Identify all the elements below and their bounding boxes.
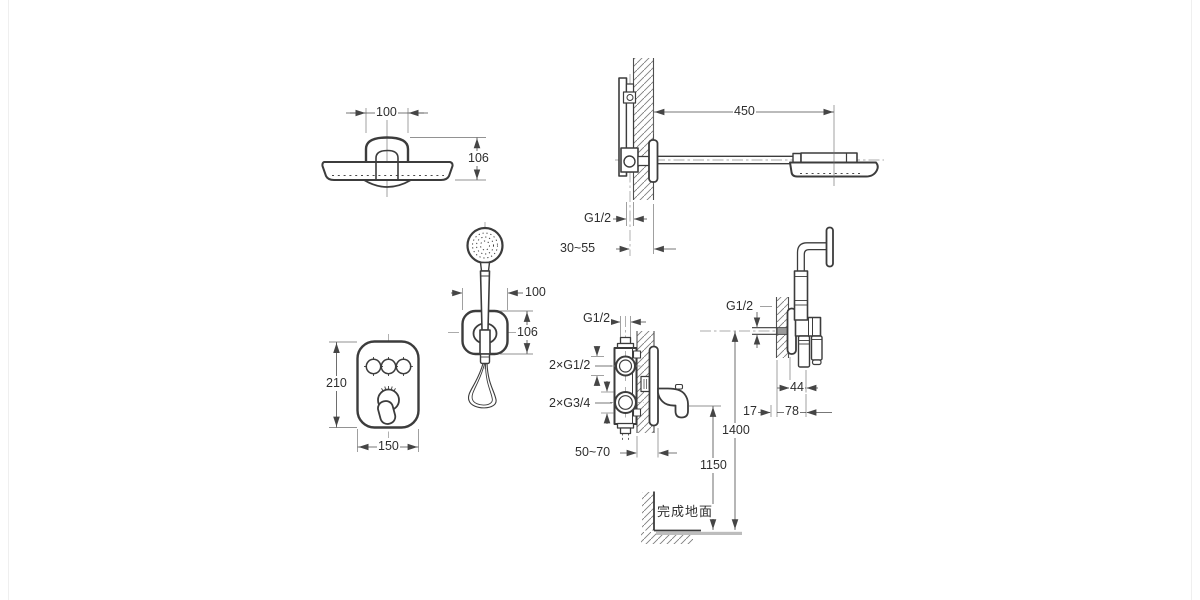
dim-arm-wall-depth: 30~55 (559, 241, 597, 256)
supply-pipe-section (777, 327, 788, 335)
dim-mixer-inlets: 2×G3/4 (548, 396, 592, 411)
view-shower-arm-side (613, 58, 884, 256)
finished-floor (641, 491, 742, 544)
dim-holder-thread: G1/2 (725, 299, 755, 314)
view-mixer-side (591, 316, 739, 530)
finished-floor-label: 完成地面 (656, 504, 715, 519)
view-hand-shower-front (448, 222, 533, 409)
diverter-buttons (364, 357, 413, 376)
dim-arm-length: 450 (733, 104, 756, 119)
dim-head-width: 100 (375, 105, 398, 120)
hand-shower-handle (793, 270, 809, 321)
dim-mixer-outlets: 2×G1/2 (548, 358, 592, 373)
bath-spout (657, 387, 689, 419)
dim-mixer-embed-depth: 50~70 (574, 445, 612, 460)
view-control-panel-front (329, 334, 420, 452)
page-edge-right (1191, 0, 1192, 600)
dim-hand-height: 106 (516, 325, 539, 340)
floor-surface-line (656, 531, 742, 535)
hand-shower-head-edge (825, 226, 834, 268)
dim-hand-width: 100 (524, 285, 547, 300)
dim-mixer-top-thread: G1/2 (582, 311, 612, 326)
dim-arm-thread: G1/2 (583, 211, 613, 226)
page-edge-left (8, 0, 9, 600)
dim-holder-height: 1400 (721, 423, 751, 438)
view-hand-shower-holder-side (700, 226, 834, 417)
dim-head-height: 106 (467, 151, 490, 166)
dim-panel-width: 150 (377, 439, 400, 454)
mixer-lever (377, 386, 400, 425)
dim-spout-height: 1150 (699, 458, 728, 473)
dim-panel-height: 210 (325, 376, 348, 391)
dim-holder-offset-78: 78 (784, 404, 800, 419)
dim-holder-offset-44: 44 (789, 380, 805, 395)
dim-holder-offset-17: 17 (742, 404, 758, 419)
view-overhead-shower-front (321, 108, 486, 197)
